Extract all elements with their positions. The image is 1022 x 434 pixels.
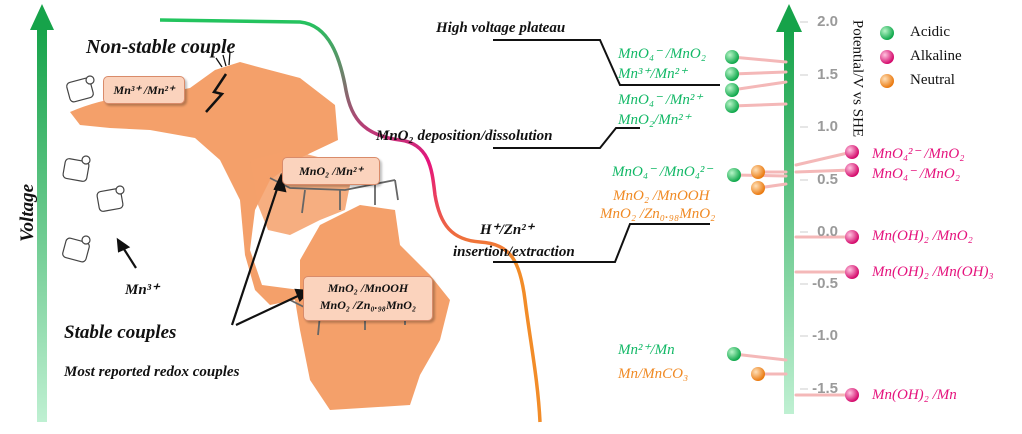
acidic-marker [727,168,741,182]
couple-mno42-mno2: MnO₄²⁻ /MnO₂ [872,146,965,162]
couple-mno2-mnooh: MnO₂ /MnOOH [613,188,710,204]
couple-mno4-mno2-alk: MnO₄⁻ /MnO₂ [872,166,960,182]
neutral-marker [751,181,765,195]
tick-label: 0.5 [817,171,838,188]
legend-neutral-marker [880,74,894,88]
couple-mno2-zn: MnO₂ /Zn₀.₉₈MnO₂ [600,206,716,222]
tick-label: 1.0 [817,118,838,135]
mno2-mnooh-text: MnO₂ /MnOOH [327,281,409,295]
acidic-marker [725,50,739,64]
tick-label: -1.5 [812,380,838,397]
voltage-curve [159,18,542,423]
leader-lines [493,39,720,263]
acidic-marker [727,347,741,361]
tick-label: 1.5 [817,66,838,83]
tick-label: -0.5 [812,275,838,292]
acidic-marker [725,83,739,97]
alkaline-marker [845,230,859,244]
legend-neutral: Neutral [910,72,955,88]
legend-acidic-marker [880,26,894,40]
mno2-zn-text: MnO₂ /Zn₀.₉₈MnO₂ [319,298,417,312]
legend-alkaline-marker [880,50,894,64]
alkaline-marker [845,145,859,159]
stable-couples-label: Stable couples [64,322,177,343]
neutral-marker [751,165,765,179]
legend-alkaline: Alkaline [910,48,962,64]
high-voltage-label: High voltage plateau [436,20,566,36]
h-zn-label: H⁺/Zn²⁺ [480,222,534,238]
potential-axis-title: Potential/V vs SHE [849,19,866,138]
couple-mn-mnco3: Mn/MnCO₃ [618,366,689,382]
neutral-marker [751,367,765,381]
potential-balls [725,26,894,402]
couple-mno4-mno2: MnO₄⁻ /MnO₂ [618,46,706,62]
couple-mnoh2-mn: Mn(OH)₂ /Mn [872,387,957,403]
mountain-shape [70,62,450,410]
couple-mn3-mn2: Mn³⁺/Mn²⁺ [618,66,687,82]
tick-label: 2.0 [817,13,838,30]
crack-icon [205,73,228,113]
mn3-label: Mn³⁺ [125,282,160,298]
tick-label: 0.0 [817,223,838,240]
most-reported-label: Most reported redox couples [64,364,240,380]
alkaline-marker [845,163,859,177]
mn3-mn2-box: Mn³⁺ /Mn²⁺ [103,76,185,104]
axis-tick-marks [800,21,808,390]
mno2-mnooh-box: MnO₂ /MnOOH MnO₂ /Zn₀.₉₈MnO₂ [303,276,433,321]
couple-mno2-mn2: MnO₂/Mn²⁺ [618,112,691,128]
mno2-mn2-box: MnO₂ /Mn²⁺ [282,157,380,185]
acidic-marker [725,99,739,113]
couple-mnoh2-mnoh3: Mn(OH)₂ /Mn(OH)₃ [872,264,994,280]
insertion-label: insertion/extraction [453,244,575,260]
alkaline-marker [845,388,859,402]
voltage-axis-label: Voltage [17,183,38,243]
tick-label: -1.0 [812,327,838,344]
climber-icons [62,75,125,263]
acidic-marker [725,67,739,81]
potential-axis [776,4,802,414]
couple-mn2-mn: Mn²⁺/Mn [618,342,675,358]
non-stable-title: Non-stable couple [86,36,236,58]
deposition-label: MnO₂ deposition/dissolution [376,128,553,144]
couple-mno4-mno42: MnO₄⁻ /MnO₄²⁻ [612,164,713,180]
couple-mnoh2-mno2: Mn(OH)₂ /MnO₂ [872,228,973,244]
alkaline-marker [845,265,859,279]
legend-acidic: Acidic [910,24,950,40]
voltage-arrow [30,4,54,422]
couple-mno4-mn2: MnO₄⁻ /Mn²⁺ [618,92,703,108]
spark-icon [215,51,231,68]
